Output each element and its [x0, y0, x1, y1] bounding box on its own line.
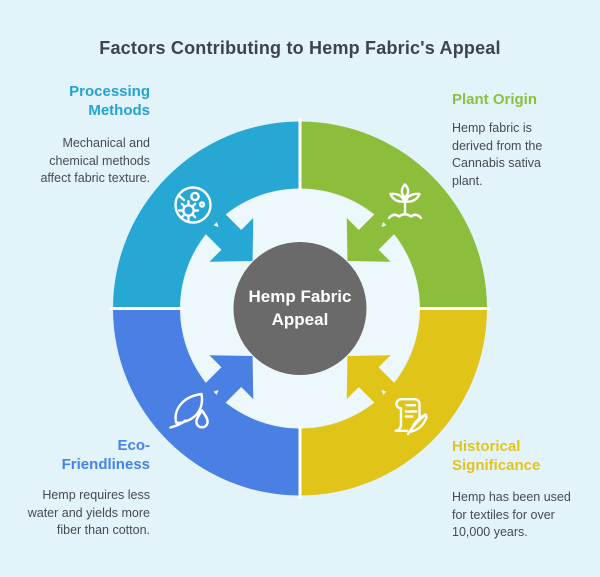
section-body: Hemp fabric is derived from the Cannabis… — [452, 121, 543, 188]
scroll-quill-icon — [394, 397, 428, 436]
wedge-dividers — [109, 118, 491, 499]
page-title: Factors Contributing to Hemp Fabric's Ap… — [99, 38, 501, 58]
sprout-icon — [387, 183, 423, 220]
section-plant-origin: Plant Origin Hemp fabric is derived from… — [452, 90, 558, 190]
center-hub-label: Hemp Fabric Appeal — [248, 286, 352, 329]
leaf-droplet-icon — [169, 392, 209, 429]
section-eco-friendliness: Eco- Friendliness Hemp requires less wat… — [24, 436, 150, 540]
section-heading: Processing Methods — [69, 83, 150, 120]
arrow-plant-origin — [346, 196, 413, 262]
section-body: Mechanical and chemical methods affect f… — [40, 136, 150, 186]
arrow-historical-significance — [346, 355, 413, 421]
section-heading: Eco- Friendliness — [61, 437, 150, 474]
section-historical-significance: Historical Significance Hemp has been us… — [452, 437, 574, 542]
section-body: Hemp requires less water and yields more… — [27, 488, 150, 538]
wedge-eco-friendliness — [113, 308, 300, 496]
section-processing-methods: Processing Methods Mechanical and chemic… — [18, 82, 150, 188]
microbe-dish-icon — [174, 186, 212, 224]
wedge-historical-significance — [300, 308, 487, 496]
droplet-shape — [195, 409, 209, 429]
section-body: Hemp has been used for textiles for over… — [452, 490, 571, 540]
arrow-processing-methods — [187, 196, 254, 262]
section-heading: Plant Origin — [452, 91, 538, 108]
center-hub-circle — [233, 242, 367, 375]
arrow-eco-friendliness — [187, 355, 254, 421]
section-heading: Historical Significance — [452, 438, 541, 475]
